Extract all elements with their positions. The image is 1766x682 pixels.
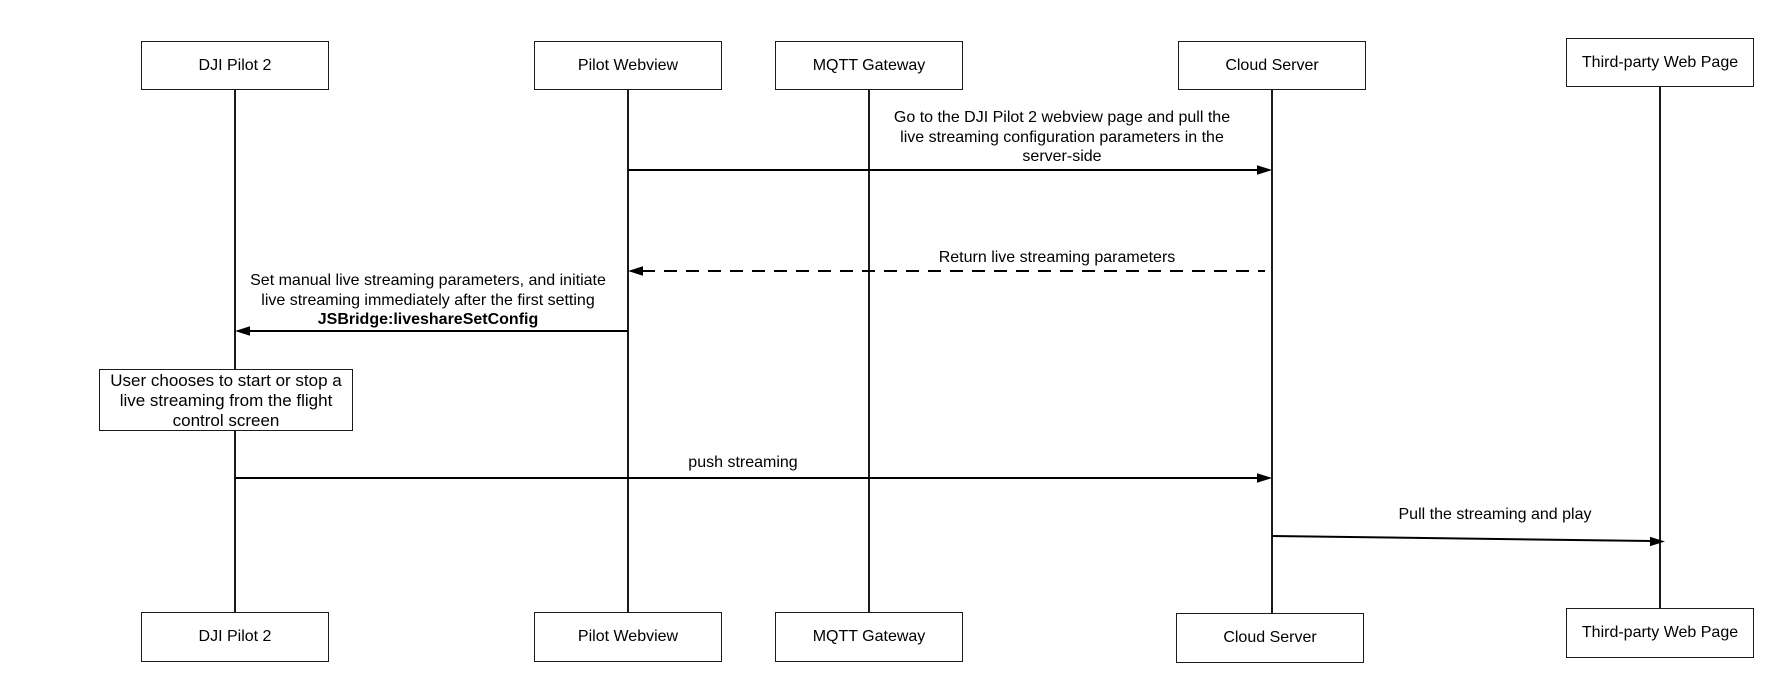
participant-bottom-pilot-webview: Pilot Webview: [534, 612, 722, 662]
message-arrow-set-config: [235, 326, 628, 336]
message-arrow-push-streaming: [235, 473, 1272, 483]
message-label-config-pull: Go to the DJI Pilot 2 webview page and p…: [893, 109, 1231, 165]
participant-top-cloud-server: Cloud Server: [1178, 41, 1366, 90]
message-label-pull-streaming: Pull the streaming and play: [1398, 506, 1592, 523]
participant-label: Third-party Web Page: [1581, 624, 1739, 641]
message-label-return-params: Return live streaming parameters: [938, 249, 1176, 266]
participant-top-mqtt-gateway: MQTT Gateway: [775, 41, 963, 90]
message-label-push-streaming: push streaming: [688, 454, 798, 471]
note-user-start-stop-streaming: User chooses to start or stop a live str…: [99, 369, 353, 431]
participant-bottom-third-party-web-page: Third-party Web Page: [1566, 608, 1754, 658]
participant-bottom-dji-pilot-2: DJI Pilot 2: [141, 612, 329, 662]
participant-label: Cloud Server: [1223, 629, 1317, 646]
participant-label: Third-party Web Page: [1581, 53, 1739, 71]
participant-top-dji-pilot-2: DJI Pilot 2: [141, 41, 329, 90]
participant-label: DJI Pilot 2: [198, 628, 272, 645]
message-arrow-config-pull: [628, 165, 1272, 175]
participant-top-third-party-web-page: Third-party Web Page: [1566, 38, 1754, 87]
participant-bottom-mqtt-gateway: MQTT Gateway: [775, 612, 963, 662]
message-arrow-return-params: [628, 266, 1265, 276]
participant-label: DJI Pilot 2: [198, 56, 272, 74]
message-label-set-config: Set manual live streaming parameters, an…: [250, 272, 606, 328]
participant-bottom-cloud-server: Cloud Server: [1176, 613, 1364, 663]
message-arrow-pull-streaming: [1271, 535, 1665, 547]
participant-label: Pilot Webview: [577, 628, 679, 645]
participant-label: MQTT Gateway: [812, 628, 926, 645]
participant-label: Cloud Server: [1225, 56, 1319, 74]
participant-top-pilot-webview: Pilot Webview: [534, 41, 722, 90]
jsbridge-method-label: JSBridge:liveshareSetConfig: [317, 311, 539, 328]
participant-label: Pilot Webview: [577, 56, 679, 74]
participant-label: MQTT Gateway: [812, 56, 926, 74]
